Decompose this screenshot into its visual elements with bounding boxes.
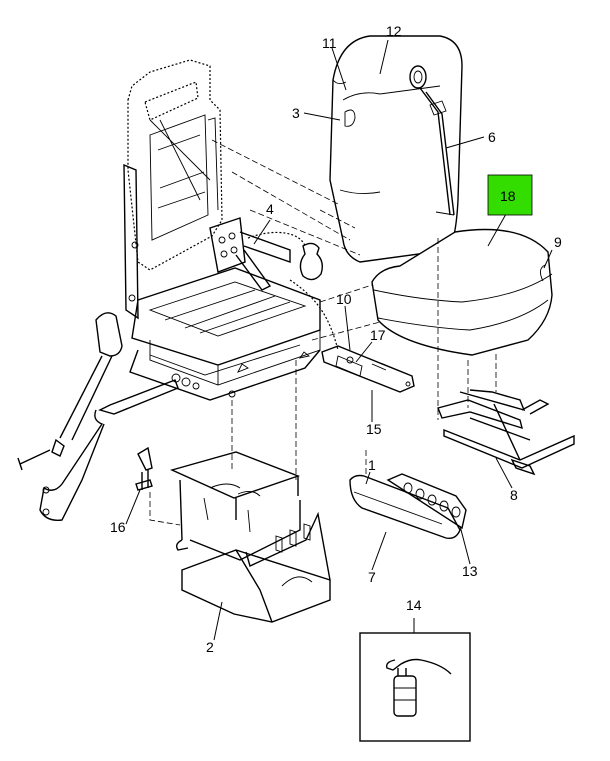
side-panel bbox=[349, 473, 467, 540]
callout-16[interactable]: 16 bbox=[110, 519, 126, 535]
callout-2[interactable]: 2 bbox=[206, 639, 214, 655]
part-18-highlight[interactable] bbox=[487, 174, 533, 216]
callout-18[interactable]: 18 bbox=[500, 188, 516, 204]
callout-15[interactable]: 15 bbox=[366, 421, 382, 437]
cross-brace bbox=[437, 389, 575, 476]
callout-1[interactable]: 1 bbox=[368, 457, 376, 473]
callout-7[interactable]: 7 bbox=[368, 569, 376, 585]
callout-6[interactable]: 6 bbox=[488, 129, 496, 145]
hardware-fitting bbox=[135, 446, 153, 491]
seat-frame bbox=[123, 59, 339, 401]
callout-3[interactable]: 3 bbox=[292, 105, 300, 121]
callout-9[interactable]: 9 bbox=[554, 234, 562, 250]
seat-back-cushion bbox=[329, 35, 463, 263]
callout-13[interactable]: 13 bbox=[462, 563, 478, 579]
guide-lines bbox=[149, 139, 497, 526]
callout-8[interactable]: 8 bbox=[510, 487, 518, 503]
inset-box bbox=[359, 632, 471, 742]
seat-riser bbox=[169, 451, 331, 623]
seat-cushion bbox=[371, 228, 553, 356]
callout-17[interactable]: 17 bbox=[370, 327, 386, 343]
armrest bbox=[17, 312, 179, 521]
callout-labels: 11 12 3 6 4 18 9 10 17 15 1 8 16 7 13 14… bbox=[110, 23, 562, 655]
callout-10[interactable]: 10 bbox=[336, 291, 352, 307]
slide-rail bbox=[321, 345, 415, 393]
leader-lines bbox=[125, 39, 553, 641]
callout-14[interactable]: 14 bbox=[406, 597, 422, 613]
callout-4[interactable]: 4 bbox=[266, 201, 274, 217]
callout-12[interactable]: 12 bbox=[386, 23, 402, 39]
callout-11[interactable]: 11 bbox=[322, 35, 337, 51]
